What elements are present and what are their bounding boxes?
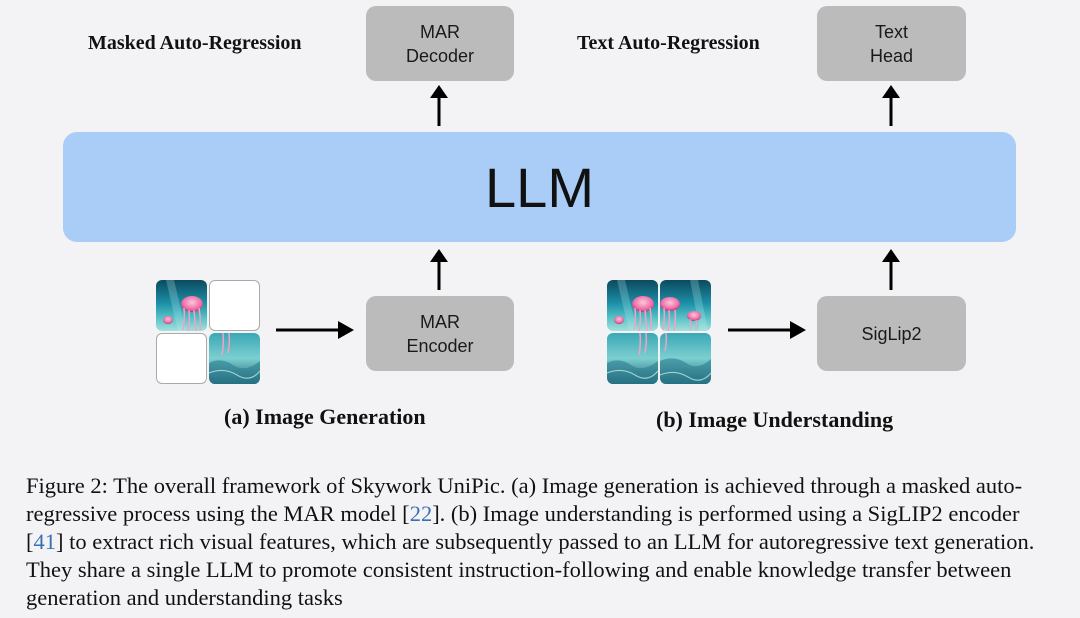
text-head-box: Text Head [817,6,966,81]
jellyfish-image-tile [660,280,711,331]
arrow-up-icon [430,249,448,290]
jellyfish-image-tile [607,280,658,331]
llm-block: LLM [63,132,1016,242]
masked-tile [156,333,207,384]
image-understanding-label: (b) Image Understanding [656,407,894,432]
arrow-up-icon [430,85,448,126]
mar-encoder-box: MAR Encoder [366,296,514,371]
seabed-image-tile [607,333,658,384]
masked-auto-regression-title: Masked Auto-Regression [88,32,302,54]
caption-text: ] to extract rich visual features, which… [26,529,1035,610]
seabed-image-tile [209,333,260,384]
llm-label: LLM [485,155,594,219]
citation-link[interactable]: 22 [409,501,433,526]
citation-link[interactable]: 41 [33,529,57,554]
arrow-right-icon [276,321,354,339]
arrow-right-icon [728,321,806,339]
siglip2-box: SigLip2 [817,296,966,371]
figure-caption: Figure 2: The overall framework of Skywo… [26,472,1061,612]
jellyfish-image-tile [156,280,207,331]
mar-decoder-box: MAR Decoder [366,6,514,81]
image-generation-label: (a) Image Generation [224,404,426,429]
masked-tile [209,280,260,331]
arrow-up-icon [882,85,900,126]
text-auto-regression-title: Text Auto-Regression [577,32,760,54]
seabed-image-tile [660,333,711,384]
caption-text: ]. (b) Image understanding is performed … [26,501,1020,554]
arrow-up-icon [882,249,900,290]
caption-text: Figure 2: The overall framework of Skywo… [26,473,1023,526]
